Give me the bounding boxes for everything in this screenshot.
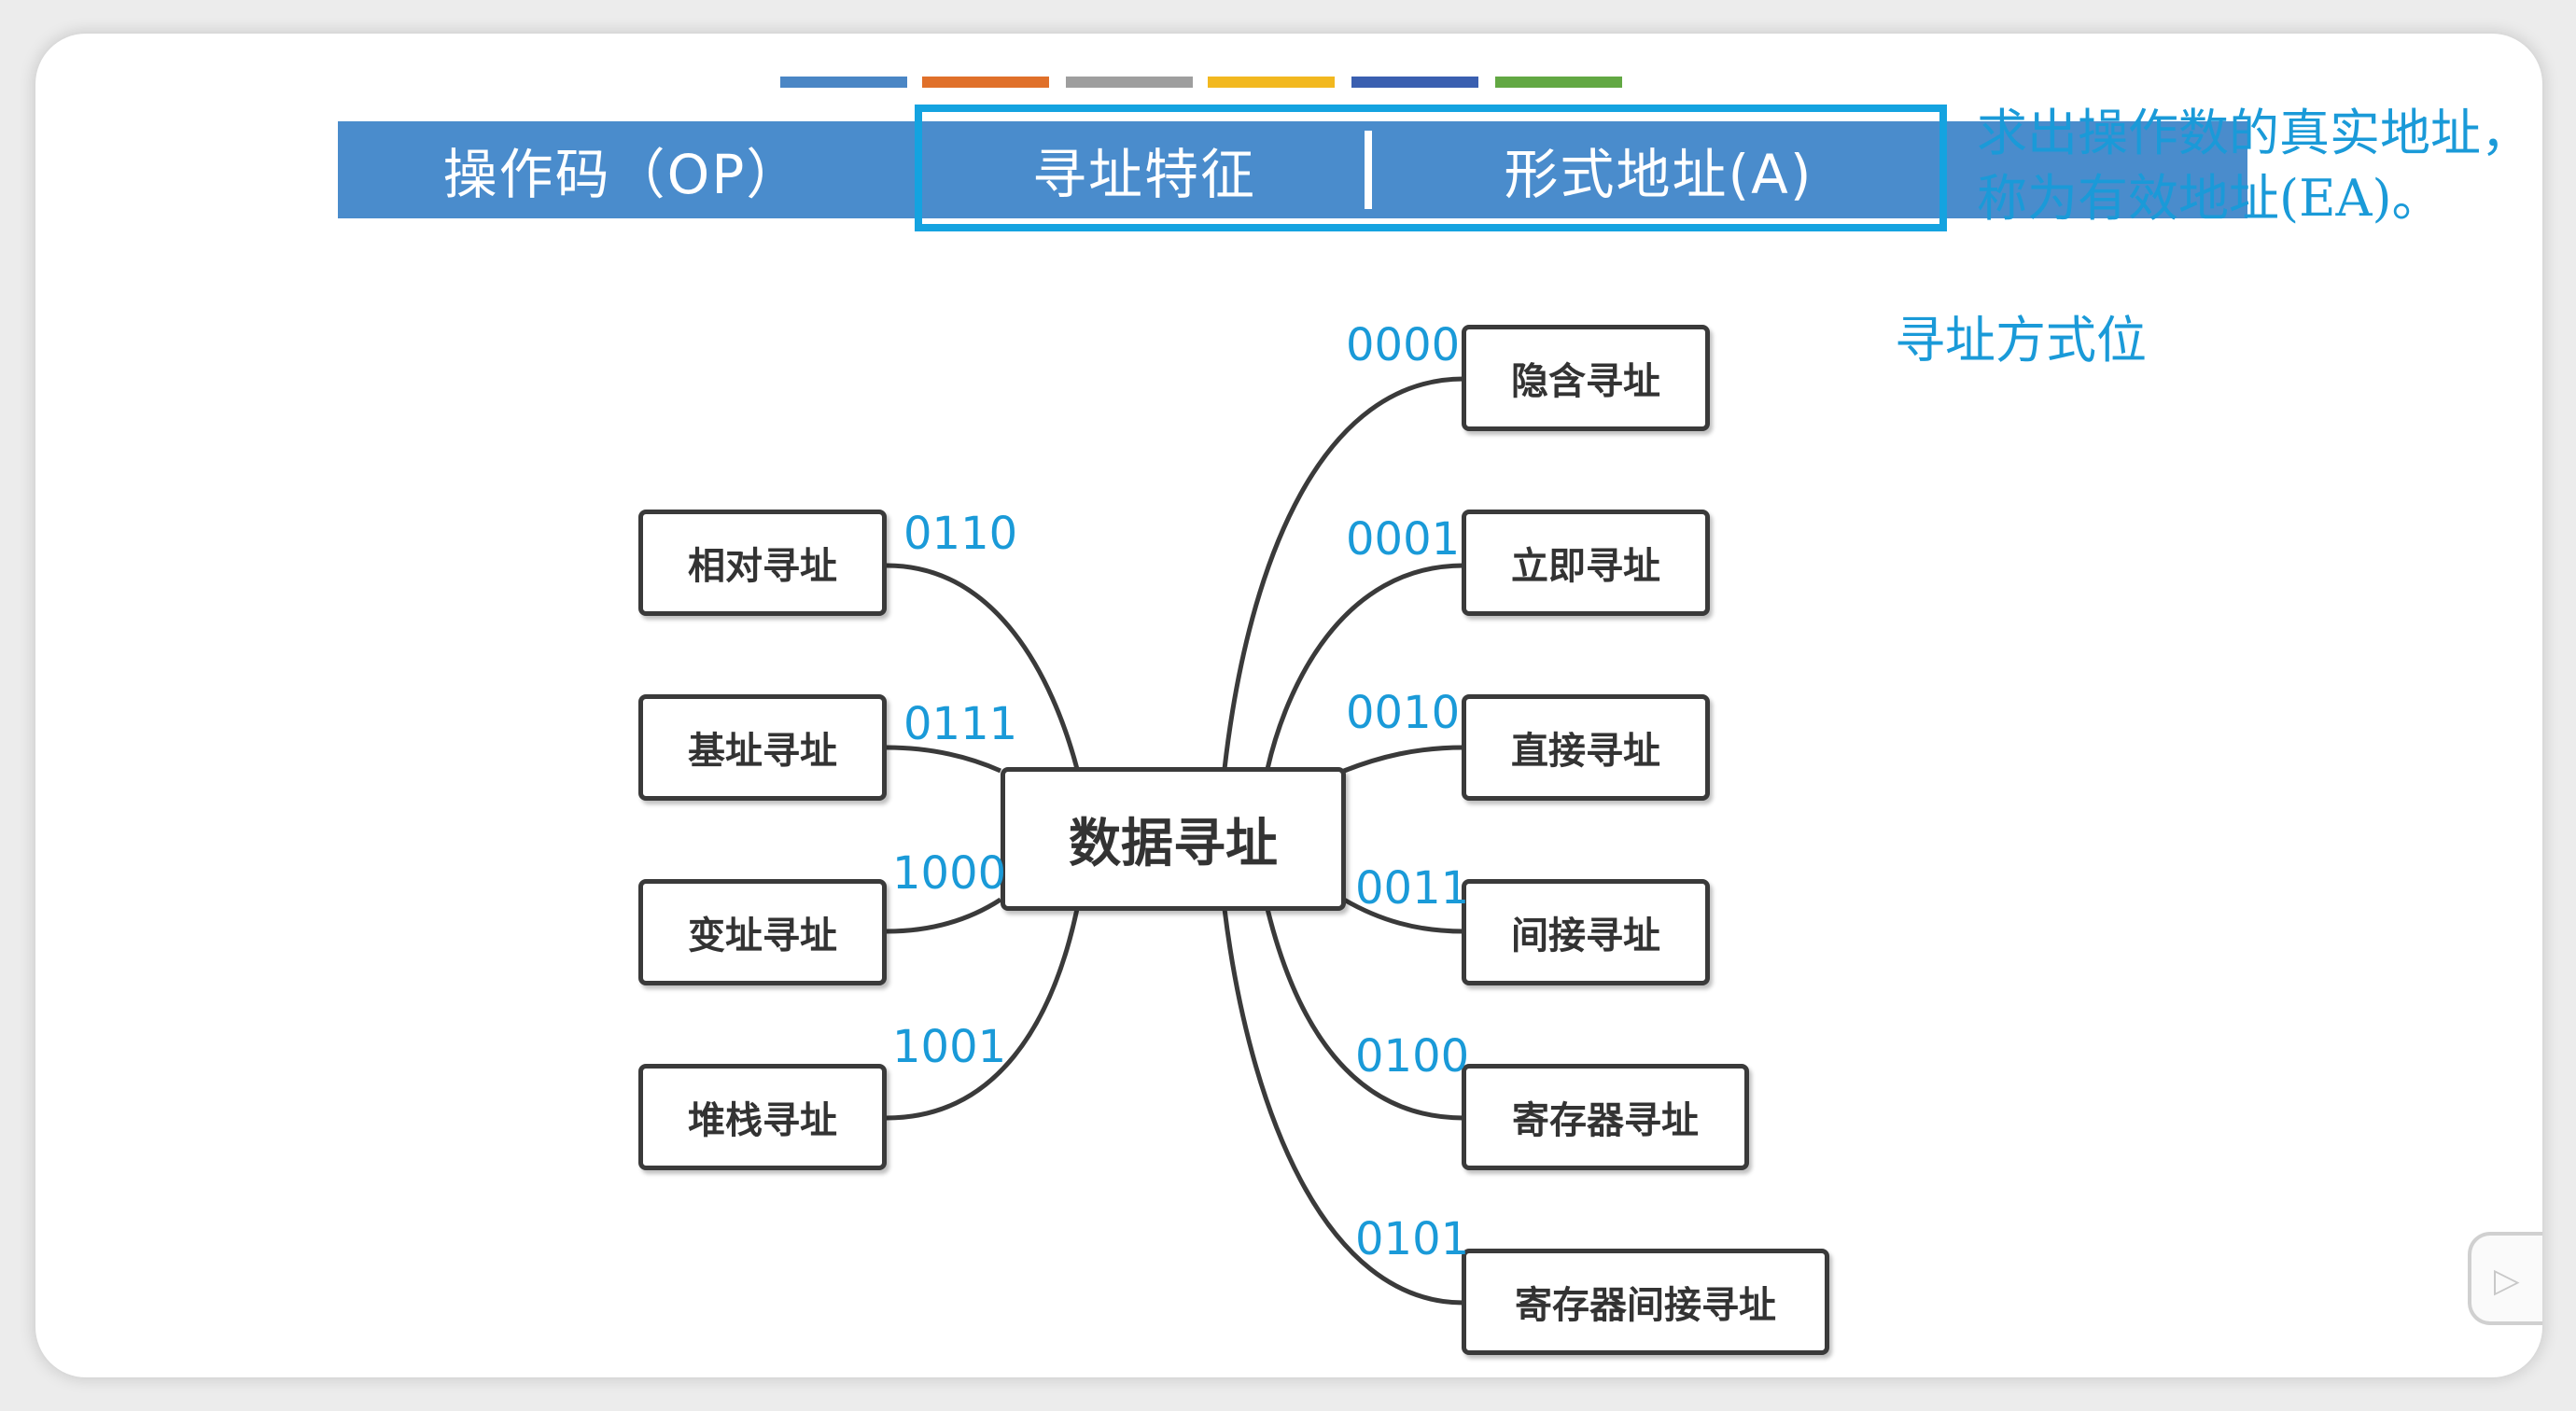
code-0011: 0011 [1355, 862, 1470, 915]
code-0000: 0000 [1346, 319, 1461, 371]
address-field: 形式地址(A) [1504, 143, 1813, 206]
node-direct: 直接寻址 [1462, 694, 1710, 801]
ea-note-line2: 称为有效地址(EA)。 [1977, 169, 2443, 228]
code-1001: 1001 [892, 1021, 1007, 1073]
code-1000: 1000 [892, 847, 1007, 900]
code-0010: 0010 [1346, 687, 1461, 739]
stripe-6 [1495, 77, 1622, 88]
node-relative: 相对寻址 [638, 510, 887, 616]
address-highlight-box [915, 105, 1947, 231]
divider-mode-address [1365, 131, 1372, 209]
node-immediate: 立即寻址 [1462, 510, 1710, 616]
code-0001: 0001 [1346, 513, 1461, 566]
center-node: 数据寻址 [1001, 767, 1346, 911]
stripe-5 [1351, 77, 1478, 88]
link-1000 [886, 897, 1002, 934]
link-0000 [1222, 376, 1464, 770]
stripe-1 [780, 77, 907, 88]
link-0011 [1342, 897, 1464, 934]
link-0001 [1265, 563, 1464, 770]
node-index: 变址寻址 [638, 879, 887, 985]
instruction-format-bar: 操作码（OP） 寻址特征 形式地址(A) [338, 121, 2247, 218]
code-0111: 0111 [903, 698, 1018, 750]
stripe-4 [1208, 77, 1335, 88]
opcode-field: 操作码（OP） [442, 143, 803, 206]
link-0100 [1265, 908, 1464, 1121]
node-indirect: 间接寻址 [1462, 879, 1710, 985]
code-0101: 0101 [1355, 1213, 1470, 1265]
link-1001 [886, 908, 1080, 1121]
node-implied: 隐含寻址 [1462, 325, 1710, 431]
link-0101 [1222, 908, 1464, 1306]
mindmap-connectors [886, 376, 1464, 1306]
ea-note-line1: 求出操作数的真实地址， [1977, 104, 2531, 162]
stripe-3 [1066, 77, 1193, 88]
link-0010 [1343, 745, 1464, 774]
link-0111 [886, 745, 1002, 774]
node-stack: 堆栈寻址 [638, 1064, 887, 1170]
node-register: 寄存器寻址 [1462, 1064, 1749, 1170]
stripe-2 [922, 77, 1049, 88]
tv-icon[interactable]: ▷ [2468, 1232, 2542, 1325]
node-register-indirect: 寄存器间接寻址 [1462, 1249, 1829, 1355]
code-0110: 0110 [903, 508, 1018, 560]
mode-bits-note: 寻址方式位 [1895, 311, 2147, 370]
code-0100: 0100 [1355, 1030, 1470, 1083]
node-base: 基址寻址 [638, 694, 887, 801]
link-0110 [886, 563, 1080, 770]
slide: 操作码（OP） 寻址特征 形式地址(A) 求出操作数的真实地址， 称为有效地址(… [35, 34, 2542, 1377]
mode-field: 寻址特征 [1031, 143, 1256, 206]
